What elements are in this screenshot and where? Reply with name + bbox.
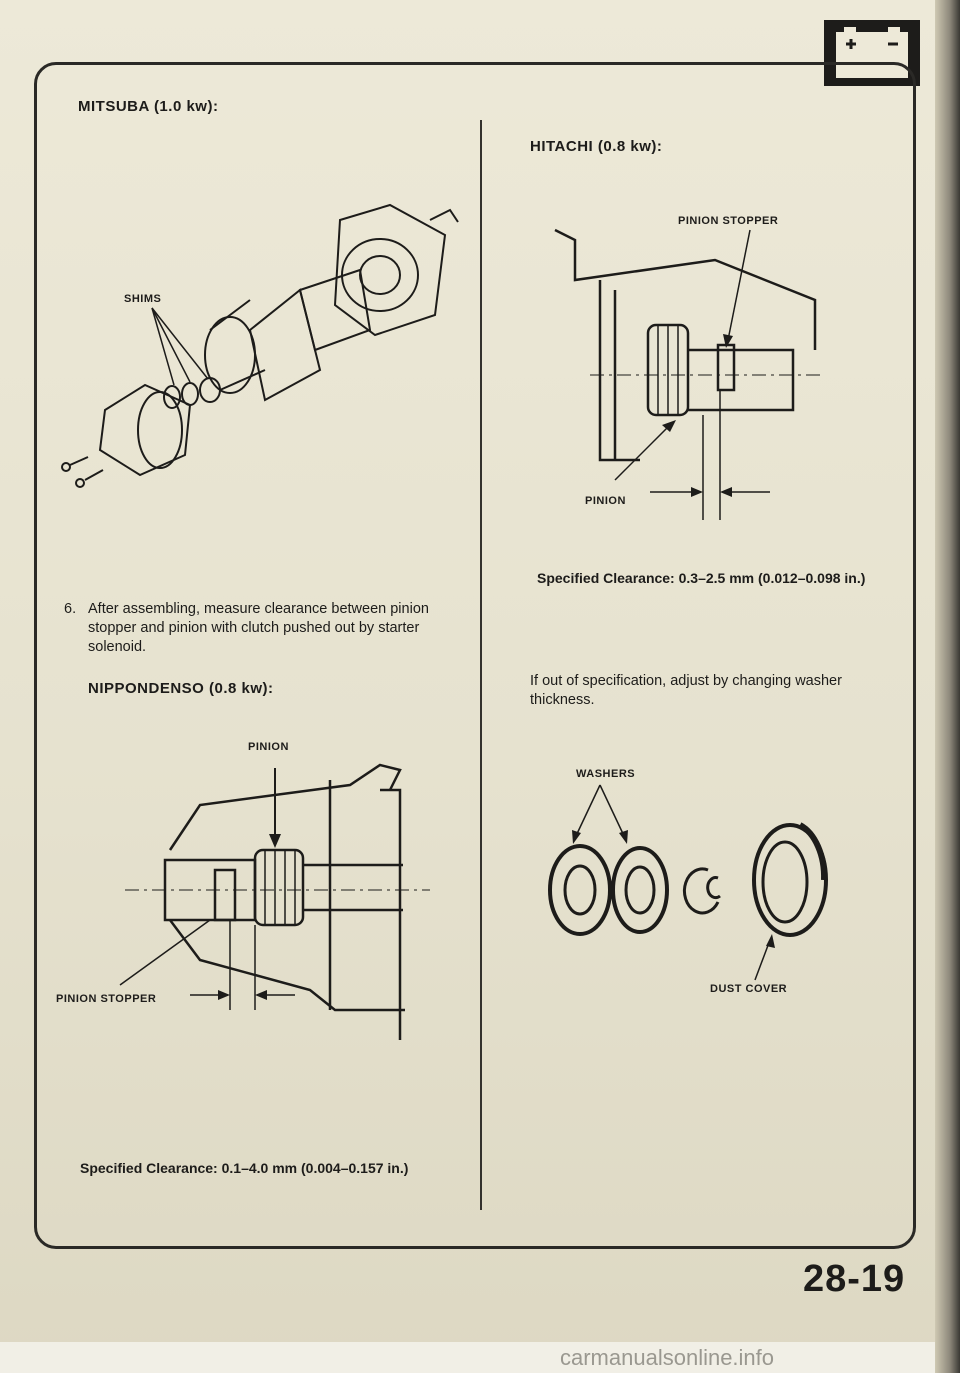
battery-icon <box>824 20 920 86</box>
column-divider <box>480 120 482 1210</box>
shims-label: SHIMS <box>124 293 161 305</box>
washers-label: WASHERS <box>576 768 635 780</box>
washers-exploded-diagram: WASHERS DUST COVER <box>548 768 828 995</box>
hitachi-pinion-stopper-label: PINION STOPPER <box>678 215 778 227</box>
step-number: 6. <box>64 601 77 617</box>
pinion-stopper-label: PINION STOPPER <box>56 993 156 1005</box>
watermark: carmanualsonline.info <box>560 1345 775 1370</box>
step6-text: After assembling, measure clearance betw… <box>88 601 429 655</box>
nippondenso-heading: NIPPONDENSO (0.8 kw): <box>88 680 274 697</box>
manual-page: MITSUBA (1.0 kw): SHIMS 6. Afte <box>0 0 935 1373</box>
page-number: 28-19 <box>803 1258 906 1300</box>
hitachi-heading: HITACHI (0.8 kw): <box>530 138 663 155</box>
mitsuba-exploded-diagram: SHIMS <box>61 203 459 488</box>
nippondenso-section-diagram: PINION PINION STOPPER <box>56 741 430 1040</box>
hitachi-section-diagram: PINION STOPPER PINION <box>554 215 820 520</box>
hitachi-spec: Specified Clearance: 0.3–2.5 mm (0.012–0… <box>537 570 866 586</box>
content-frame <box>34 62 916 1249</box>
adjust-text: If out of specification, adjust by chang… <box>530 673 842 708</box>
page-edge-shadow <box>935 0 960 1373</box>
hitachi-pinion-label: PINION <box>585 495 626 507</box>
nippondenso-spec: Specified Clearance: 0.1–4.0 mm (0.004–0… <box>80 1160 409 1176</box>
mitsuba-heading: MITSUBA (1.0 kw): <box>78 98 219 115</box>
footer-band <box>0 1342 935 1373</box>
dust-cover-label: DUST COVER <box>710 983 787 995</box>
pinion-label: PINION <box>248 741 289 753</box>
